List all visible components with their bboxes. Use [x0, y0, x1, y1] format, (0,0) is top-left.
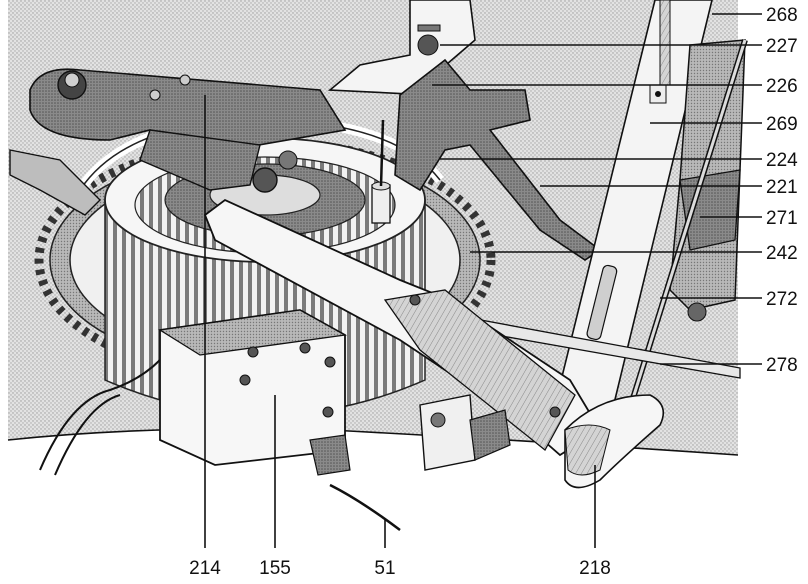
- label-278: 278: [766, 355, 798, 376]
- label-242: 242: [766, 243, 798, 264]
- bottom-labels: 214 155 51 218: [189, 558, 611, 579]
- label-269: 269: [766, 114, 798, 135]
- leader-lines: [204, 13, 762, 548]
- upper-lever-214: [9, 68, 347, 216]
- label-218: 218: [579, 558, 611, 579]
- label-268: 268: [766, 5, 798, 26]
- pivot-bracket: [419, 394, 511, 471]
- label-221: 221: [766, 177, 798, 198]
- label-271: 271: [766, 208, 798, 229]
- label-214: 214: [189, 558, 221, 579]
- right-labels: 268 227 226 269 224 221 271 242 272 278: [766, 5, 798, 376]
- base-plate-edge: [8, 428, 738, 584]
- wire-51: [329, 483, 401, 532]
- label-272: 272: [766, 289, 798, 310]
- label-224: 224: [766, 150, 798, 171]
- label-51: 51: [374, 558, 395, 579]
- housing-155: [158, 309, 351, 476]
- wire-bundle: [39, 359, 161, 471]
- label-226: 226: [766, 76, 798, 97]
- foot-218: [564, 394, 665, 489]
- label-155: 155: [259, 558, 291, 579]
- label-227: 227: [766, 36, 798, 57]
